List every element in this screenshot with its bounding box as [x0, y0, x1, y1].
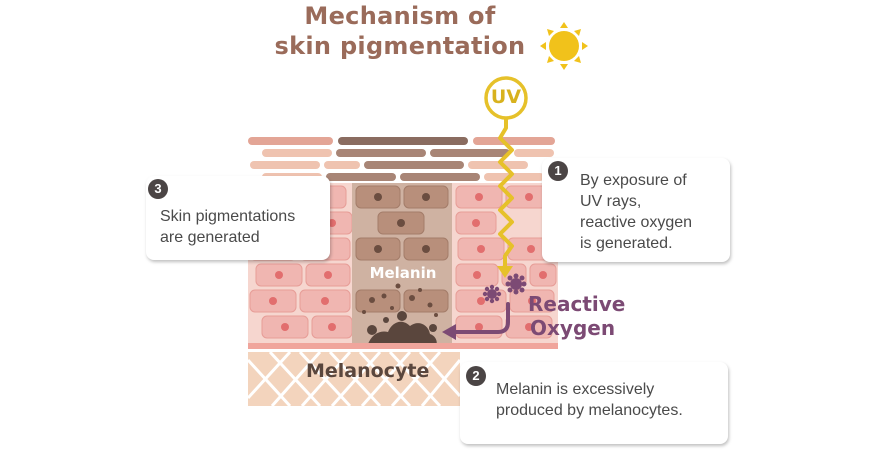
reactive-oxygen-line-2: Oxygen — [530, 316, 616, 340]
callout-step-1 — [542, 158, 730, 262]
melanocyte-cell — [367, 311, 437, 346]
step-1-text: By exposure of UV rays, reactive oxygen … — [580, 172, 693, 252]
dermis — [246, 350, 462, 408]
sun-icon — [540, 22, 588, 70]
reactive-oxygen-label: Reactive Oxygen — [528, 292, 625, 340]
melanin-dots — [362, 193, 438, 317]
basal-layer — [248, 343, 558, 349]
stratum-corneum — [248, 137, 555, 181]
step-1-number: 1 — [548, 161, 568, 181]
uv-label: UV — [490, 86, 522, 108]
step-2-number: 2 — [466, 366, 486, 386]
uv-ray — [484, 76, 528, 278]
reactive-oxygen-line-1: Reactive — [528, 292, 626, 316]
step-2-text: Melanin is excessively produced by melan… — [496, 381, 683, 419]
callout-step-3 — [146, 176, 330, 260]
title-line-2: skin pigmentation — [274, 32, 526, 60]
step-3-number: 3 — [148, 179, 168, 199]
reactive-oxygen-particles — [482, 273, 527, 304]
melanin-label: Melanin — [369, 264, 437, 282]
step-3-text: Skin pigmentations are generated — [160, 208, 296, 246]
callout-step-2 — [460, 362, 728, 444]
melanocyte-label: Melanocyte — [306, 360, 430, 382]
pigmented-cells — [355, 185, 449, 313]
reactive-oxygen-arrow — [442, 302, 510, 340]
title-line-1: Mechanism of — [304, 2, 496, 30]
